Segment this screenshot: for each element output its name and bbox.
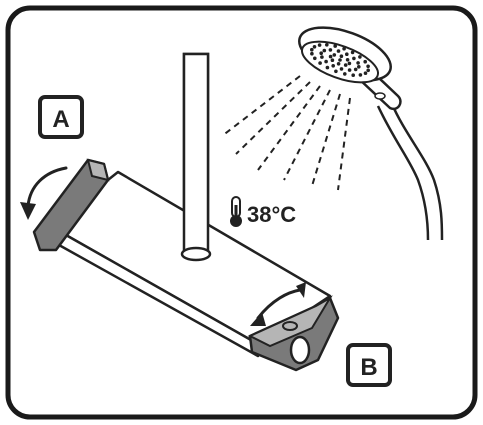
nozzle-dot: [336, 49, 341, 53]
diagram-frame: [5, 5, 478, 420]
handle-b-cap: [289, 335, 311, 365]
nozzle-dot: [317, 43, 322, 47]
nozzle-dot: [342, 46, 346, 51]
nozzle-dot: [358, 73, 363, 77]
nozzle-dot: [330, 58, 335, 62]
nozzle-dot: [328, 54, 333, 59]
nozzle-dot: [334, 69, 338, 74]
nozzle-dot: [313, 56, 317, 61]
water-spray: [221, 75, 351, 191]
nozzle-dot: [319, 51, 324, 55]
nozzle-dot: [351, 73, 356, 77]
nozzle-dot: [339, 67, 344, 71]
nozzle-dot: [366, 68, 371, 73]
handle-b-knob: [282, 321, 298, 331]
label-b-box: B: [346, 343, 392, 387]
nozzle-dot: [338, 58, 342, 62]
nozzle-dot: [363, 59, 368, 64]
nozzle-dot: [357, 65, 361, 69]
handle-a: [32, 158, 110, 252]
nozzle-dot: [345, 52, 349, 56]
nozzle-dot: [336, 62, 341, 66]
nozzle-dot: [343, 63, 348, 67]
curved-arrow-icon: [20, 166, 68, 220]
mixer-bar: [48, 52, 332, 358]
nozzle-dot: [363, 71, 368, 75]
nozzle-dot: [332, 53, 337, 57]
handle-b: [247, 295, 340, 372]
label-a-box: A: [38, 95, 84, 139]
nozzle-dot: [318, 61, 322, 65]
nozzle-dot: [347, 61, 352, 66]
nozzle-dot: [310, 51, 314, 56]
nozzle-dot: [339, 54, 344, 58]
nozzle-dot: [352, 56, 356, 61]
nozzle-dot: [350, 50, 355, 55]
nozzle-dot: [353, 67, 358, 72]
nozzle-dot: [356, 61, 360, 65]
temperature-readout: 38°C: [247, 202, 296, 227]
nozzle-dot: [358, 55, 362, 59]
nozzle-dot: [310, 47, 314, 52]
label-a: A: [52, 106, 69, 133]
nozzle-dot: [328, 48, 333, 52]
double-arrow-icon: [250, 282, 306, 326]
nozzle-dot: [325, 65, 330, 70]
nozzle-dot: [320, 55, 324, 59]
nozzle-dot: [343, 72, 347, 76]
nozzle-dot: [366, 64, 370, 69]
nozzle-dot: [322, 48, 327, 53]
nozzle-dot: [345, 58, 350, 62]
nozzle-dot: [325, 43, 329, 47]
shower-head-icon: [298, 26, 444, 241]
thermometer-icon: [230, 196, 242, 227]
nozzle-dot: [324, 59, 328, 64]
nozzle-dot: [312, 45, 317, 49]
nozzle-dot: [347, 68, 352, 72]
label-b: B: [360, 354, 377, 381]
nozzle-dot: [331, 64, 336, 68]
nozzle-dot: [333, 44, 338, 48]
